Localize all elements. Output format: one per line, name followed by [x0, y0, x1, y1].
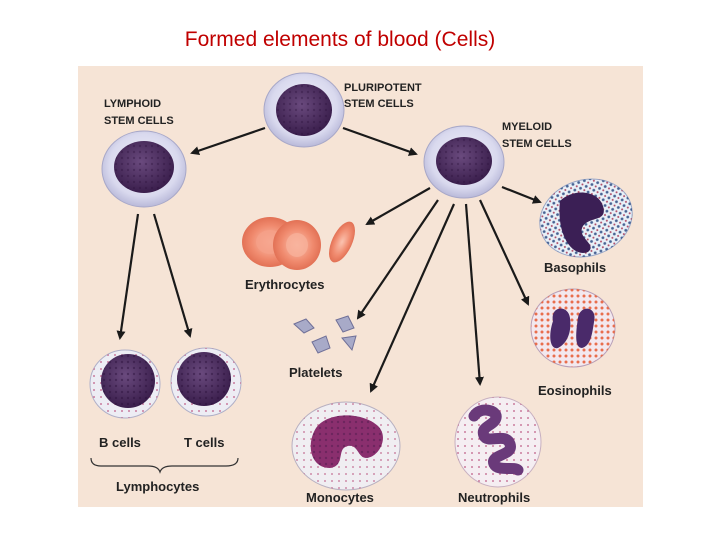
eosinophil-cell: [530, 288, 616, 368]
arrow-lymphoid-to-b-cell: [116, 213, 140, 340]
lymphoid-label-line2: STEM CELLS: [104, 115, 174, 127]
arrow-pluripotent-to-myeloid: [342, 126, 418, 156]
arrow-lymphoid-to-t-cell: [152, 213, 193, 338]
monocytes-label: Monocytes: [306, 490, 374, 505]
page-title: Formed elements of blood (Cells): [184, 28, 496, 51]
b-cell: [89, 349, 161, 419]
t-cells-label: T cells: [184, 435, 224, 450]
neutrophils-label: Neutrophils: [458, 490, 530, 505]
lineage-arrows: [116, 126, 542, 393]
arrow-myeloid-to-basophil: [501, 185, 542, 204]
basophil-cell: [539, 178, 633, 258]
blood-cell-diagram: PLURIPOTENT STEM CELLS LYMPHOID STEM CEL…: [78, 66, 643, 507]
arrow-myeloid-to-erythrocytes: [365, 187, 431, 225]
arrow-myeloid-to-neutrophil: [464, 203, 484, 386]
lymphocytes-brace: [90, 457, 239, 474]
b-cells-label: B cells: [99, 435, 141, 450]
pluripotent-label-line1: PLURIPOTENT: [344, 82, 422, 94]
erythrocytes: [242, 217, 355, 270]
lymphoid-label-line1: LYMPHOID: [104, 98, 161, 110]
arrow-pluripotent-to-lymphoid: [190, 126, 266, 155]
myeloid-label-line1: MYELOID: [502, 121, 552, 133]
eosinophils-label: Eosinophils: [538, 383, 612, 398]
myeloid-stem-cell: [423, 125, 505, 199]
platelets-label: Platelets: [289, 365, 342, 380]
pluripotent-label-line2: STEM CELLS: [344, 98, 414, 110]
monocyte-cell: [291, 401, 401, 491]
lymphoid-stem-cell: [101, 130, 187, 208]
myeloid-label-line2: STEM CELLS: [502, 138, 572, 150]
pluripotent-stem-cell: [263, 72, 345, 148]
lymphocytes-label: Lymphocytes: [116, 479, 199, 494]
arrow-myeloid-to-monocyte: [369, 203, 456, 393]
neutrophil-cell: [454, 396, 542, 488]
platelets: [293, 315, 357, 354]
basophils-label: Basophils: [544, 260, 606, 275]
arrow-myeloid-to-eosinophil: [479, 199, 530, 306]
t-cell: [170, 347, 242, 417]
erythrocytes-label: Erythrocytes: [245, 277, 324, 292]
arrow-myeloid-to-platelets: [356, 199, 439, 320]
